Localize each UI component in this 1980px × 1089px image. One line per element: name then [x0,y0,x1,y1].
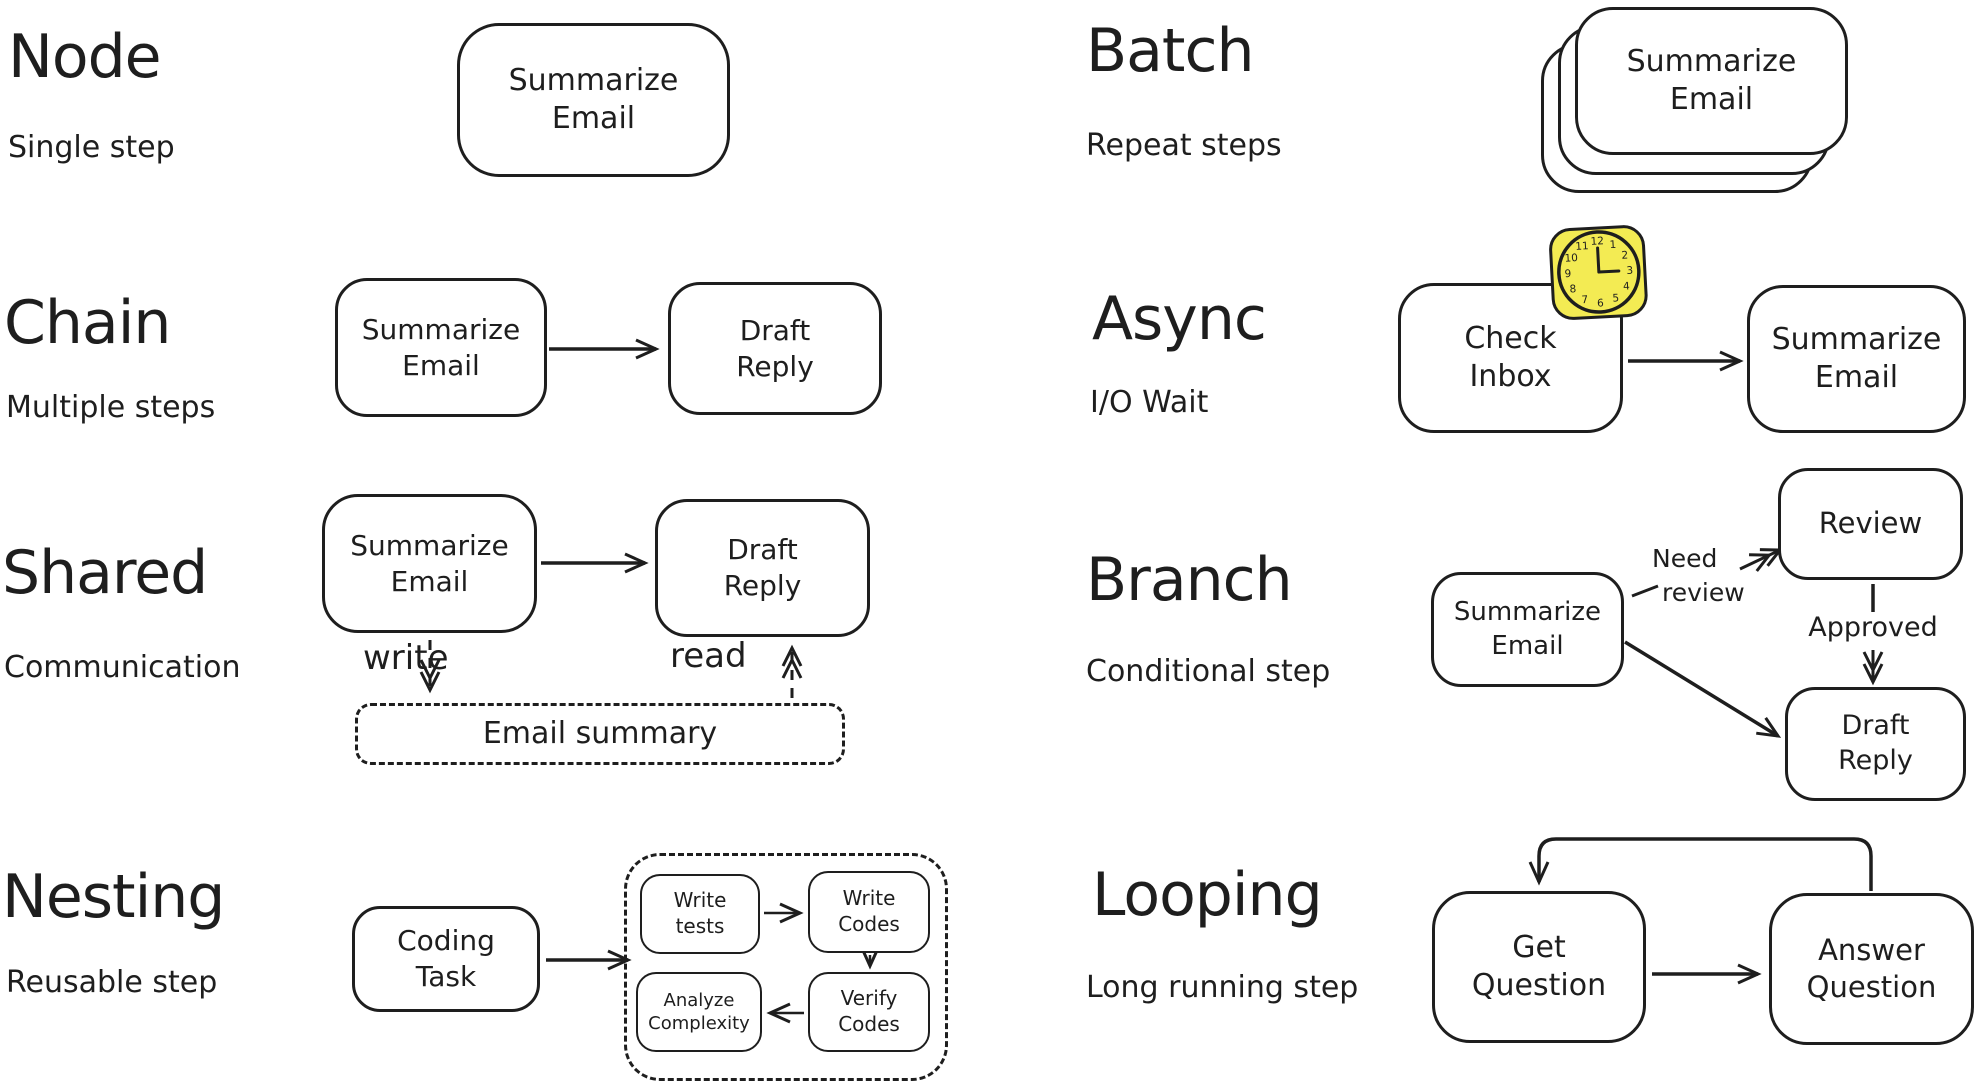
async-subtitle: I/O Wait [1090,385,1209,420]
node-step-label: Summarize Email [508,62,679,136]
clock-hands [1596,246,1621,274]
looping-answer-label: Answer Question [1806,932,1937,1004]
branch-summarize-box: Summarize Email [1431,572,1624,687]
looping-answer-box: Answer Question [1769,893,1974,1045]
chain-draft-label: Draft Reply [736,313,814,383]
async-check-inbox-box: Check Inbox [1398,283,1623,433]
svg-text:9: 9 [1564,268,1571,280]
branch-diagonal-arrow [1624,640,1782,738]
nesting-analyze-label: Analyze Complexity [648,989,750,1034]
branch-draft-label: Draft Reply [1838,710,1913,776]
looping-subtitle: Long running step [1086,970,1359,1005]
chain-summarize-label: Summarize Email [361,312,521,382]
nesting-write-tests-label: Write tests [673,888,727,938]
nesting-write-codes-box: Write Codes [808,871,930,953]
chain-summarize-box: Summarize Email [335,278,547,417]
nesting-title: Nesting [2,862,225,932]
node-subtitle: Single step [8,130,175,165]
svg-text:12: 12 [1590,235,1604,248]
svg-text:2: 2 [1621,249,1628,261]
shared-title: Shared [2,538,208,608]
svg-text:1: 1 [1609,239,1616,251]
branch-need-review-line1: Need [1652,544,1718,573]
svg-text:5: 5 [1612,292,1619,304]
nesting-subtitle: Reusable step [6,965,218,1000]
looping-get-label: Get Question [1471,929,1607,1003]
nesting-verify-codes-box: Verify Codes [808,972,930,1052]
nesting-verify-codes-label: Verify Codes [838,986,900,1036]
nesting-write-codes-label: Write Codes [838,886,900,936]
branch-review-box: Review [1778,468,1963,580]
branch-title: Branch [1086,545,1293,615]
node-title: Node [8,22,162,92]
async-summarize-box: Summarize Email [1747,285,1966,433]
chain-subtitle: Multiple steps [6,390,216,425]
shared-store-label: Email summary [482,715,718,751]
branch-summarize-label: Summarize Email [1453,597,1602,661]
nesting-task-box: Coding Task [352,906,540,1012]
nesting-task-label: Coding Task [397,924,495,993]
branch-need-review-line2: review [1662,577,1745,607]
looping-title: Looping [1092,860,1323,930]
batch-subtitle: Repeat steps [1086,128,1282,163]
branch-need-review-label: Need review [1652,542,1745,610]
svg-text:6: 6 [1597,297,1605,309]
node-step-box: Summarize Email [457,23,730,177]
shared-read-label: read [670,636,747,676]
async-summarize-label: Summarize Email [1771,321,1942,395]
nesting-analyze-box: Analyze Complexity [636,972,762,1052]
looping-get-box: Get Question [1432,891,1646,1043]
shared-subtitle: Communication [4,650,241,685]
shared-write-label: write [363,638,449,678]
batch-title: Batch [1086,16,1254,86]
nesting-write-tests-box: Write tests [640,874,760,954]
svg-text:4: 4 [1623,280,1631,292]
svg-text:3: 3 [1626,265,1633,277]
batch-card-front: Summarize Email [1575,7,1848,155]
svg-text:8: 8 [1569,283,1576,295]
branch-need-arrow [1739,548,1784,572]
branch-draft-box: Draft Reply [1785,687,1966,801]
svg-text:10: 10 [1564,252,1578,265]
async-title: Async [1092,284,1267,354]
svg-text:11: 11 [1575,240,1589,253]
branch-need-dash [1631,584,1659,598]
shared-draft-label: Draft Reply [723,533,802,602]
branch-subtitle: Conditional step [1086,654,1331,689]
chain-draft-box: Draft Reply [668,282,882,415]
svg-text:7: 7 [1581,294,1588,306]
branch-approved-label: Approved [1808,612,1938,643]
shared-draft-box: Draft Reply [655,499,870,637]
branch-review-label: Review [1818,506,1923,541]
shared-store-box: Email summary [355,703,845,765]
chain-title: Chain [4,288,171,358]
looping-back-arrow [1528,837,1873,891]
batch-card-label: Summarize Email [1626,43,1797,117]
shared-summarize-label: Summarize Email [350,528,509,598]
async-check-inbox-label: Check Inbox [1464,320,1557,394]
shared-summarize-box: Summarize Email [322,494,537,633]
